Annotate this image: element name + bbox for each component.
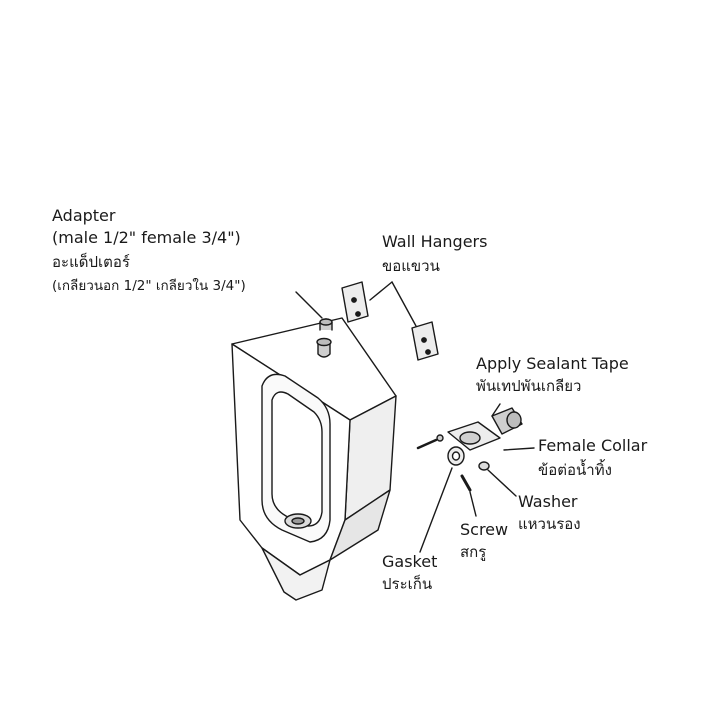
gasket	[419, 446, 465, 553]
wall-hanger-lower	[411, 321, 439, 361]
screw-thai-label: สกรู	[460, 543, 487, 561]
gasket-thai-label: ประเก็น	[382, 575, 433, 593]
sealant-tape-label: Apply Sealant Tape	[476, 354, 629, 373]
washer-label: Washer	[518, 492, 578, 511]
wall-hanger-upper	[341, 281, 369, 323]
adapter-label: Adapter	[52, 206, 116, 225]
sealant-tape-thai-label: พันเทปพันเกลียว	[476, 377, 582, 395]
female-collar	[447, 403, 535, 451]
washer	[478, 461, 517, 497]
adapter-thai-detail-label: (เกลียวนอก 1/2" เกลียวใน 3/4")	[52, 278, 246, 294]
screw	[460, 474, 477, 517]
wall-hangers-thai-label: ขอแขวน	[382, 257, 440, 275]
adapter-thai-label: อะแด็ปเตอร์	[52, 253, 130, 271]
female-collar-label: Female Collar	[538, 436, 648, 455]
urinal-body	[231, 291, 397, 601]
adapter-detail-label: (male 1/2" female 3/4")	[52, 228, 241, 247]
wall-hangers-label: Wall Hangers	[382, 232, 488, 251]
screw-label: Screw	[460, 520, 509, 539]
bolt	[416, 434, 444, 450]
gasket-label: Gasket	[382, 552, 438, 571]
female-collar-thai-label: ข้อต่อน้ำทิ้ง	[538, 461, 612, 479]
washer-thai-label: แหวนรอง	[518, 515, 581, 533]
